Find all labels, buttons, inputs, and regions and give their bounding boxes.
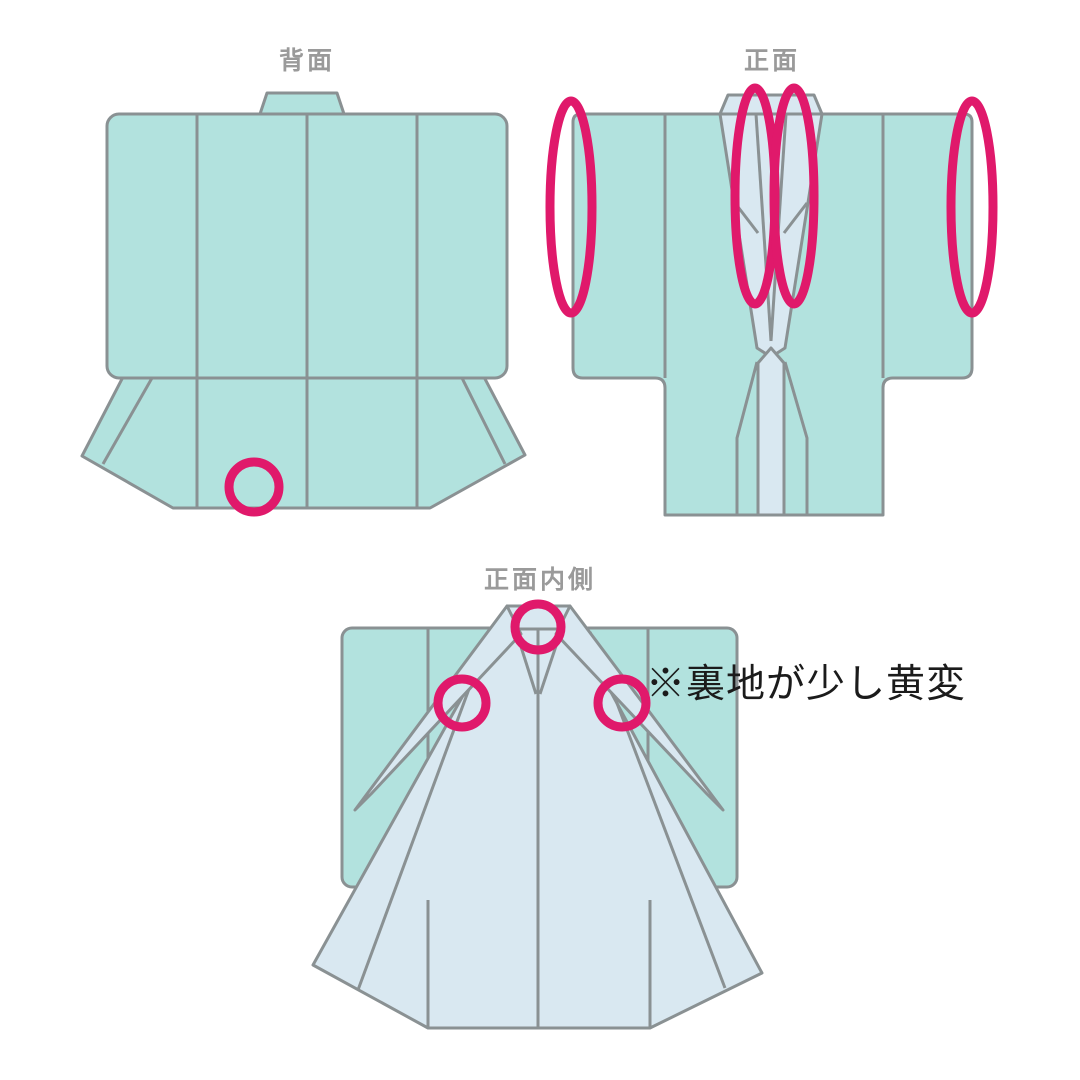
kimono-back-diagram bbox=[80, 91, 527, 517]
kimono-front-diagram bbox=[545, 83, 998, 517]
inner-left-damage-circle-marker bbox=[433, 674, 491, 732]
front-collar-right-ellipse-marker bbox=[769, 83, 819, 309]
inner-view-label: 正面内側 bbox=[483, 566, 596, 594]
front-left-sleeve-ellipse-marker bbox=[545, 96, 597, 318]
inner-top-damage-circle-marker bbox=[510, 599, 566, 655]
front-left-okumi-seam bbox=[735, 361, 759, 515]
back-collar-shape bbox=[258, 91, 346, 116]
back-right-fold-line bbox=[460, 377, 507, 465]
front-view-label: 正面 bbox=[743, 47, 800, 75]
front-right-sleeve-ellipse-marker bbox=[946, 96, 998, 318]
front-center-strip-shape bbox=[756, 346, 786, 517]
back-view-label: 背面 bbox=[278, 47, 335, 75]
front-right-okumi-seam bbox=[783, 361, 809, 515]
lining-yellowing-note: ※裏地が少し黄変 bbox=[646, 663, 967, 706]
back-left-fold-line bbox=[101, 377, 154, 465]
front-collar-fold-mark-right bbox=[782, 202, 809, 234]
kimono-inner-diagram bbox=[311, 599, 764, 1030]
back-damage-circle-marker bbox=[224, 457, 284, 517]
back-skirt-shape bbox=[80, 375, 527, 510]
inner-right-damage-circle-marker bbox=[593, 674, 651, 732]
front-collar-inner-line-left bbox=[754, 113, 773, 342]
